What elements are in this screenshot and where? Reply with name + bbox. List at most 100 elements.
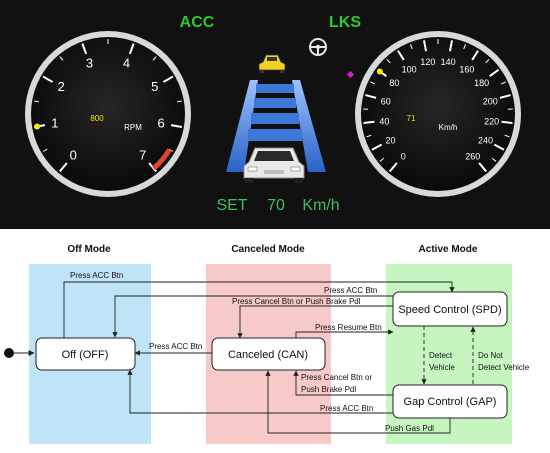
rpm-tick-label: 5 [151,79,158,94]
speed-tick-label: 160 [459,64,474,74]
speed-tick-label: 140 [441,57,456,67]
speed-tick-label: 260 [465,151,480,161]
set-speed-value: 70 [267,197,285,214]
state-can-label: Canceled (CAN) [228,349,308,361]
label-press-cancel-or-2: Push Brake Pdl [301,385,356,394]
state-can [211,337,326,371]
state-spd-label: Speed Control (SPD) [398,304,501,316]
initial-state-marker [4,348,14,358]
speed-tick-label: 180 [474,78,489,88]
gap-bar-3 [251,113,299,124]
speed-tick-label: 220 [484,117,499,127]
state-diagram: Off Mode Canceled Mode Active Mode Off (… [4,244,530,444]
lane-display [226,80,326,172]
speed-minor-tick [491,157,497,162]
speed-major-tick [363,120,375,125]
lead-car-icon [258,54,286,73]
speed-major-tick [471,50,479,61]
speed-tick-label: 240 [478,136,493,146]
label-do-not-detect-1: Do Not [478,351,504,360]
rpm-minor-tick [59,56,64,61]
speed-tick-label: 20 [386,136,396,146]
rpm-tick-label: 1 [51,115,58,130]
acc-indicator: ACC [180,14,215,31]
speed-major-tick [423,40,428,52]
speed-tick-label: 80 [389,78,399,88]
rpm-tick-label: 7 [139,147,146,162]
speed-tick-label: 200 [483,96,498,106]
speed-major-tick [389,162,398,173]
canceled-mode-title: Canceled Mode [231,244,305,255]
rpm-major-tick [162,75,174,83]
state-off [35,337,136,371]
transition-spd-to-off [112,295,393,338]
rpm-major-tick [59,162,68,173]
state-gap-label: Gap Control (GAP) [404,396,497,408]
gap-bar-4 [248,129,302,141]
label-press-resume: Press Resume Btn [315,323,382,332]
speed-minor-tick [379,157,385,162]
speed-minor-tick [501,81,506,85]
rpm-needle-indicator [34,123,41,130]
speed-value: 71 [407,114,416,123]
speed-minor-tick [504,134,510,138]
rpm-minor-tick [176,100,182,103]
speed-major-tick [365,94,377,99]
rpm-redline-arc [151,148,172,171]
rpm-tick-label: 4 [123,55,130,70]
speed-major-tick [493,143,505,151]
rpm-tick-label: 6 [158,115,165,130]
speed-minor-tick [485,58,490,64]
speed-tick-label: 40 [379,117,389,127]
label-press-cancel-or-1: Press Cancel Btn or [301,373,372,382]
label-do-not-detect-2: Detect Vehicle [478,363,530,372]
gap-bar-2 [254,98,296,108]
speed-unit: Km/h [439,123,458,132]
rpm-gauge-face [31,37,185,191]
gap-bar-1 [256,84,294,93]
ego-car-icon [243,147,305,183]
speed-tick-label: 120 [420,57,435,67]
rpm-minor-tick [152,56,157,61]
rpm-major-tick [170,124,183,129]
lks-indicator: LKS [329,14,361,31]
rpm-tick-label: 0 [70,147,77,162]
rpm-minor-tick [34,100,40,103]
speed-needle-indicator [376,68,383,75]
label-press-acc-can-spd: Press ACC Btn [324,286,377,295]
label-press-acc-top: Press ACC Btn [70,271,123,280]
steering-wheel-icon [309,38,327,56]
set-label: SET [216,197,247,214]
label-press-cancel-brake: Press Cancel Btn or Push Brake Pdl [232,297,361,306]
speed-major-tick [499,94,511,99]
speed-minor-tick [463,44,466,50]
label-press-acc-gap-off: Press ACC Btn [320,404,373,413]
rpm-unit: RPM [124,123,142,132]
state-off-label: Off (OFF) [62,349,109,361]
speed-major-tick [489,68,500,78]
set-speed-unit: Km/h [302,197,339,214]
rpm-major-tick [81,43,88,55]
state-gap [392,384,508,419]
off-mode-title: Off Mode [67,244,111,255]
transition-spd-to-can-cancel [237,305,393,339]
transition-gap-to-can-cancel [293,370,393,396]
transition-off-to-spd [63,281,455,338]
speed-minor-tick [386,58,391,64]
label-press-acc-can-off: Press ACC Btn [149,342,202,351]
left-lane-marker [226,80,258,172]
speed-major-tick [501,120,513,125]
transition-gap-to-off [127,369,393,414]
rpm-major-tick [128,43,135,55]
right-lane-marker [292,80,326,172]
speed-minor-tick [366,134,372,138]
status-indicator-light [346,70,355,79]
transition-can-to-spd-resume [295,329,394,338]
speed-tick-label: 100 [402,64,417,74]
speed-minor-tick [410,44,413,50]
speed-major-tick [397,50,405,61]
